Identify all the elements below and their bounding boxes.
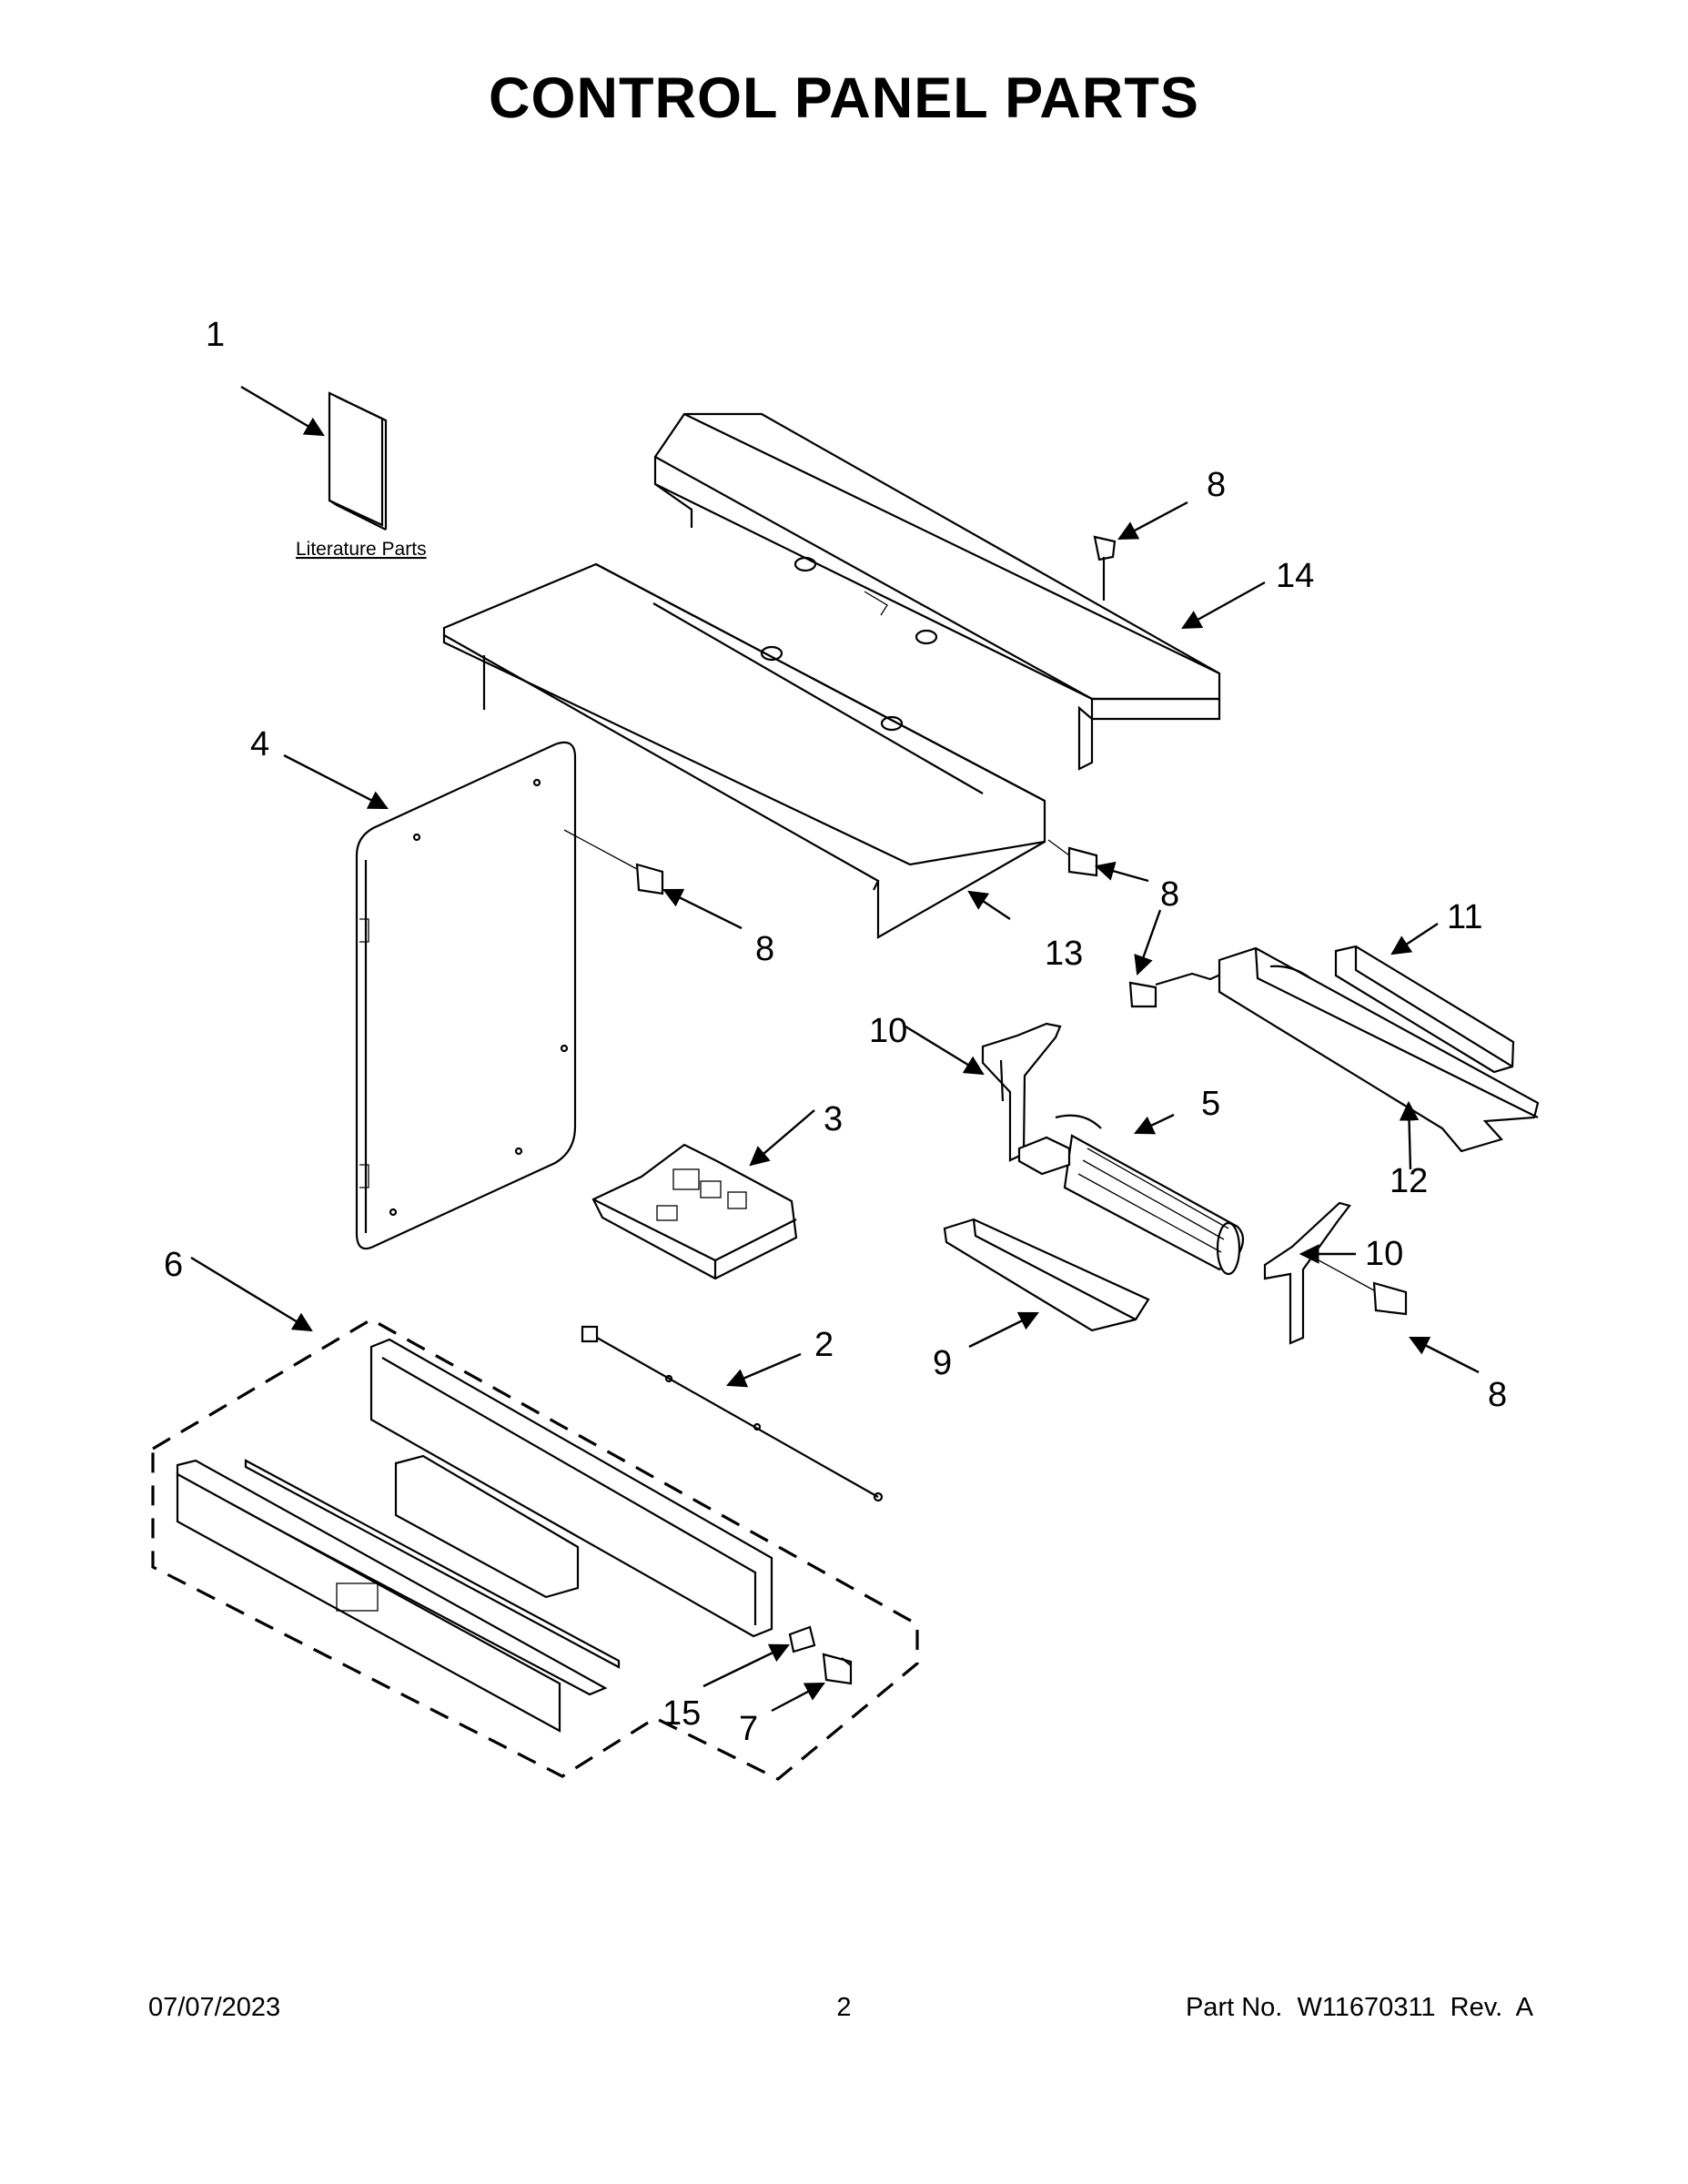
- side-panel-part-4: [355, 741, 577, 1250]
- callout-3: 3: [824, 1100, 843, 1138]
- control-panel-assembly-outline: [151, 1318, 919, 1781]
- callout-4: 4: [250, 725, 269, 763]
- rail-bracket-part-12: [1218, 946, 1540, 1153]
- screw-part-8-lower: [1309, 1255, 1408, 1316]
- callout-11: 11: [1447, 898, 1482, 936]
- screw-part-8-bracket: [1128, 970, 1228, 1008]
- pad-part-15: [788, 1625, 816, 1653]
- callout-5: 5: [1201, 1085, 1220, 1123]
- deflector-part-9: [943, 1218, 1150, 1332]
- footer-date: 07/07/2023: [148, 1993, 281, 2022]
- screw-part-8-panel: [563, 829, 664, 895]
- bracket-part-10-left: [981, 1022, 1062, 1162]
- lower-cover-part-13: [442, 562, 1046, 939]
- control-board-part-3: [591, 1143, 798, 1280]
- literature-booklet: [328, 391, 388, 531]
- wire-harness-part-2: [581, 1325, 884, 1502]
- callout-8-cover: 8: [1160, 875, 1179, 914]
- screw-part-7: [822, 1653, 853, 1685]
- callout-12: 12: [1390, 1162, 1428, 1200]
- callout-numbers: 1 8 14 4 8 13 8 11 10 12 5 3 10 9 8 2 6 …: [164, 316, 1507, 1748]
- screw-part-8-cover: [1047, 839, 1098, 877]
- callout-8-top: 8: [1207, 466, 1226, 504]
- callout-9: 9: [933, 1344, 952, 1382]
- blower-fan-part-5: [1017, 1114, 1245, 1276]
- callout-10-left: 10: [869, 1012, 907, 1050]
- callout-8-panel: 8: [755, 930, 774, 968]
- callout-7: 7: [739, 1710, 758, 1748]
- callout-6: 6: [164, 1246, 183, 1284]
- footer-page-number: 2: [836, 1993, 852, 2022]
- literature-parts-label: Literature Parts: [296, 539, 427, 560]
- callout-14: 14: [1276, 557, 1314, 595]
- page-title: CONTROL PANEL PARTS: [489, 66, 1199, 130]
- leader-lines: [190, 385, 1480, 1713]
- callout-1: 1: [206, 316, 225, 354]
- screw-part-8-top: [1093, 535, 1117, 601]
- gasket-strip-part-11: [1334, 945, 1515, 1074]
- bracket-part-10-right: [1263, 1201, 1351, 1345]
- callout-2: 2: [814, 1326, 834, 1364]
- callout-13: 13: [1045, 935, 1083, 973]
- callout-8-lower: 8: [1488, 1376, 1507, 1414]
- footer-part-number: Part No. W11670311 Rev. A: [1185, 1993, 1533, 2022]
- callout-15: 15: [662, 1694, 701, 1733]
- control-panel-assembly-part-6: [176, 1338, 773, 1733]
- upper-cover-part-14: [653, 412, 1221, 771]
- callout-10-right: 10: [1365, 1235, 1403, 1273]
